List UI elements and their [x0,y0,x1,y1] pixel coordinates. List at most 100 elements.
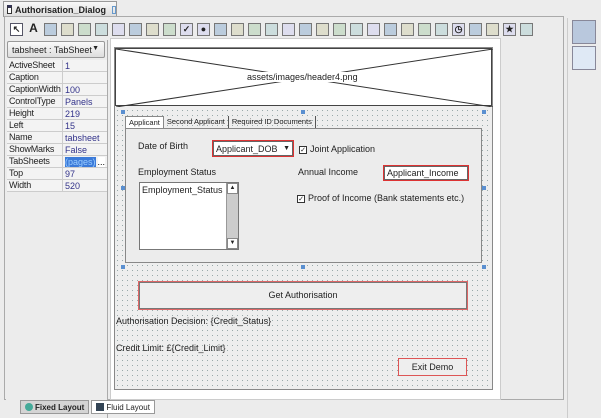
window-icon [7,5,12,14]
resize-handle[interactable] [121,186,125,190]
grid-tool-icon[interactable] [163,22,176,36]
tab-fixed-layout[interactable]: Fixed Layout [20,400,90,414]
listbox-tool-icon[interactable] [265,22,278,36]
property-value[interactable]: (pages)... [63,156,107,167]
header-image-placeholder[interactable]: assets/images/header4.png [115,48,493,107]
document-tab[interactable]: Authorisation_Dialog [3,1,117,17]
fluid-layout-label: Fluid Layout [106,402,150,412]
star-tool-icon[interactable]: ★ [503,22,516,36]
property-value[interactable]: 15 [63,120,107,131]
chart-tool-icon[interactable] [486,22,499,36]
scroll-up-icon[interactable]: ▲ [227,183,238,194]
property-value[interactable]: tabsheet [63,132,107,143]
button-tool-icon[interactable] [61,22,74,36]
media-tool-icon[interactable] [214,22,227,36]
property-value[interactable]: 97 [63,168,107,179]
image-tool-icon[interactable] [44,22,57,36]
tab-second-applicant[interactable]: Second Applicant [164,116,229,128]
window-tool-icon[interactable] [350,22,363,36]
dob-combo[interactable]: Applicant_DOB▼ [212,140,294,157]
chevron-down-icon: ▼ [92,45,99,52]
property-value[interactable]: False [63,144,107,155]
annual-income-input[interactable]: Applicant_Income [383,165,469,181]
file-tool-icon[interactable] [469,22,482,36]
property-value-text: 100 [65,84,81,95]
textbox-tool-icon[interactable] [282,22,295,36]
document-tab-title: Authorisation_Dialog [14,4,106,15]
image-path: assets/images/header4.png [247,72,358,82]
script-view-icon[interactable] [572,46,596,70]
tab-applicant[interactable]: Applicant [125,116,164,128]
property-value-text: 97 [65,168,76,179]
property-value-text: 520 [65,180,81,191]
property-value[interactable]: 219 [63,108,107,119]
property-value[interactable] [63,72,107,83]
slider-tool-icon[interactable] [146,22,159,36]
exit-demo-button[interactable]: Exit Demo [398,358,467,376]
browser-tool-icon[interactable] [333,22,346,36]
page-tool-icon[interactable] [384,22,397,36]
spinner-tool-icon[interactable] [129,22,142,36]
joint-application-checkbox[interactable]: ✓Joint Application [299,144,375,154]
dob-label: Date of Birth [138,141,189,151]
property-row[interactable]: TabSheets(pages)... [7,156,107,168]
component-selector[interactable]: tabsheet : TabSheet▼ [7,41,105,58]
tab-required-id-documents[interactable]: Required ID Documents [229,116,316,128]
device-icon [96,403,105,411]
resize-handle[interactable] [301,110,305,114]
layout-tabs: Fixed Layout Fluid Layout [20,400,155,414]
proof-of-income-checkbox[interactable]: ✓Proof of Income (Bank statements etc.) [297,193,464,203]
resize-handle[interactable] [121,110,125,114]
design-view-icon[interactable] [572,20,596,44]
property-value[interactable]: Panels [63,96,107,107]
resize-handle[interactable] [482,265,486,269]
upload-tool-icon[interactable] [367,22,380,36]
property-value[interactable]: 520 [63,180,107,191]
resize-handle[interactable] [301,265,305,269]
clock-tool-icon[interactable]: ◷ [452,22,465,36]
get-authorisation-button[interactable]: Get Authorisation [138,281,468,310]
tab-fluid-layout[interactable]: Fluid Layout [91,400,155,414]
map-tool-icon[interactable] [316,22,329,36]
component-toolbar: ↖ A ✓ ● ◷ ★ [10,20,533,38]
resize-handle[interactable] [482,110,486,114]
scrollbar[interactable]: ▲▼ [226,183,238,249]
export-tool-icon[interactable] [435,22,448,36]
property-key: Caption [7,72,63,83]
edit-tool-icon[interactable] [299,22,312,36]
property-row[interactable]: Caption [7,72,107,84]
panel-tool-icon[interactable] [95,22,108,36]
label-tool-icon[interactable]: A [29,20,38,35]
property-value[interactable]: 100 [63,84,107,95]
frame-tool-icon[interactable] [248,22,261,36]
property-value-text: False [65,144,88,155]
heading-tool-icon[interactable] [112,22,125,36]
pointer-tool-icon[interactable]: ↖ [10,22,23,36]
list-item[interactable]: Employment_Status [142,185,223,195]
resize-handle[interactable] [482,186,486,190]
checkbox-checked-icon: ✓ [297,194,305,203]
radio-tool-icon[interactable]: ● [197,22,210,36]
memo-tool-icon[interactable] [78,22,91,36]
credit-limit-text: Credit Limit: £{Credit_Limit} [116,343,226,353]
tiles-tool-icon[interactable] [520,22,533,36]
checkbox-tool-icon[interactable]: ✓ [180,22,193,36]
edit-pages-button[interactable]: ... [97,156,106,167]
resize-handle[interactable] [121,265,125,269]
property-value[interactable]: 1 [63,60,107,71]
calendar-tool-icon[interactable] [401,22,414,36]
database-tool-icon[interactable] [418,22,431,36]
video-tool-icon[interactable] [231,22,244,36]
employment-status-list[interactable]: Employment_Status ▲▼ [139,182,239,250]
scroll-down-icon[interactable]: ▼ [227,238,238,249]
